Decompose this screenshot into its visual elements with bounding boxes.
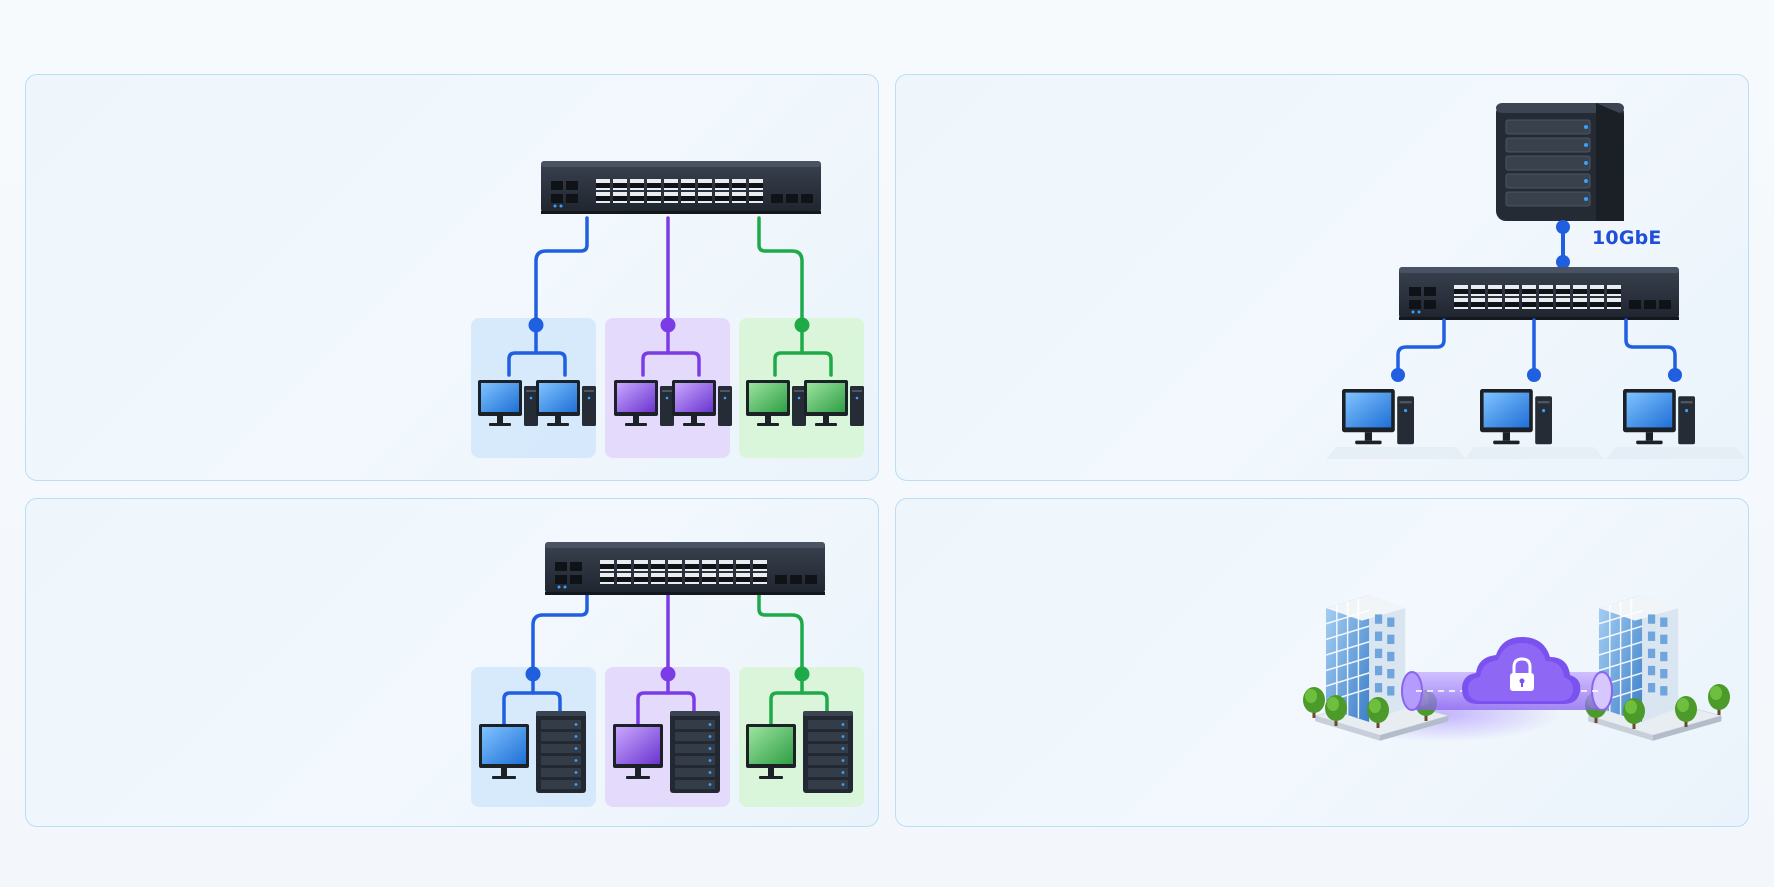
link-speed-label: 10GbE: [1592, 227, 1662, 249]
server-icon-purple: [670, 711, 720, 793]
node-purple: [660, 317, 676, 333]
network-switch-icon: [545, 542, 825, 595]
uplink-cable-green: [757, 590, 804, 676]
site-to-site-vpn-panel: [895, 498, 1749, 827]
client-cable-1: [1396, 318, 1446, 377]
lock-icon: [1510, 657, 1534, 691]
nas-diagram: [1326, 103, 1746, 459]
server-segmentation-panel: [25, 498, 879, 827]
network-switch-icon: [1399, 267, 1679, 320]
server-icon-blue: [536, 711, 586, 793]
vlan-diagram: [471, 161, 864, 458]
node-purple: [660, 666, 676, 682]
branch-purple: [641, 351, 701, 377]
server-vlan-diagram: [471, 542, 864, 807]
office-building-icon-right: [1585, 594, 1730, 742]
node-green: [794, 666, 810, 682]
branch-purple: [636, 691, 696, 726]
network-switch-icon: [541, 161, 821, 214]
client-cable-3: [1624, 318, 1677, 377]
uplink-cable-blue: [534, 216, 589, 327]
client-node-2: [1527, 368, 1541, 382]
cloud-icon: [1462, 637, 1581, 704]
uplink-cable-green: [757, 216, 804, 327]
vlan-segmentation-panel: [25, 74, 879, 481]
client-pc-3: [1606, 389, 1746, 459]
nas-uplink-panel: 10GbE: [895, 74, 1749, 481]
uplink-cable-blue: [531, 590, 589, 676]
client-pc-2: [1464, 389, 1604, 459]
vpn-diagram: [1303, 594, 1730, 742]
server-icon-green: [803, 711, 853, 793]
client-pc-1: [1326, 389, 1466, 459]
client-node-3: [1668, 368, 1682, 382]
node-blue: [528, 317, 544, 333]
client-node-1: [1391, 368, 1405, 382]
office-building-icon-left: [1303, 594, 1450, 742]
node-green: [794, 317, 810, 333]
branch-green: [769, 691, 829, 726]
nas-storage-icon: [1496, 103, 1624, 221]
nas-link-node-top: [1556, 220, 1570, 234]
node-blue: [525, 666, 541, 682]
nas-link-node-bottom: [1556, 255, 1570, 269]
